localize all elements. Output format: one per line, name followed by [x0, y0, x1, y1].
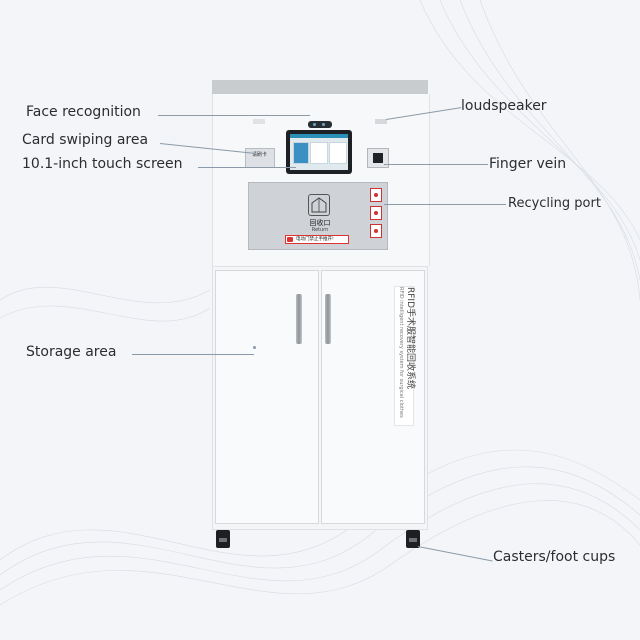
leader-dot — [253, 346, 256, 349]
left-speaker-grille — [253, 119, 265, 124]
leader-line — [158, 115, 310, 116]
camera-lens-icon — [313, 123, 316, 126]
label-casters: Casters/foot cups — [493, 549, 616, 565]
label-storage-area: Storage area — [26, 344, 117, 360]
leader-line — [384, 204, 506, 205]
safety-sign-icon — [374, 229, 378, 233]
label-face-recognition: Face recognition — [26, 104, 141, 120]
safety-sign-icon — [374, 193, 378, 197]
face-recognition-camera — [308, 121, 332, 128]
warning-strip: 电动门禁止手推开! — [285, 235, 349, 244]
door-handle-right[interactable] — [325, 294, 331, 344]
leader-line — [132, 354, 254, 355]
storage-door-left[interactable] — [215, 270, 319, 524]
label-touch-screen: 10.1-inch touch screen — [22, 156, 183, 172]
screen-tile — [310, 142, 328, 164]
leader-line — [384, 164, 488, 165]
caster-bolt — [409, 538, 417, 542]
caster-bolt — [219, 538, 227, 542]
label-card-swiping-area: Card swiping area — [22, 132, 149, 148]
leader-line — [198, 167, 296, 168]
sticker-title: RFID手术服智能回收系统 — [405, 287, 415, 390]
screen-tile — [329, 142, 347, 164]
label-loudspeaker: loudspeaker — [461, 98, 547, 114]
recycling-port-subtitle: Return — [311, 227, 329, 233]
loudspeaker-grille — [375, 119, 387, 124]
sticker-subtitle: RFID intelligent recovery system for sur… — [398, 287, 404, 418]
screen-header-bar — [290, 134, 348, 138]
label-recycling-port: Recycling port — [508, 196, 601, 211]
door-handle-left[interactable] — [296, 294, 302, 344]
card-reader-label: 请刷卡 — [252, 152, 268, 158]
warning-icon — [287, 237, 293, 242]
label-finger-vein: Finger vein — [489, 156, 567, 172]
product-sticker: RFID手术服智能回收系统 RFID intelligent recovery … — [394, 286, 415, 426]
cabinet-top-cap — [212, 80, 428, 94]
safety-sign-icon — [374, 211, 378, 215]
return-box-icon — [308, 194, 330, 216]
camera-lens-icon — [322, 123, 325, 126]
finger-vein-sensor-icon — [373, 153, 383, 163]
screen-tile — [293, 142, 309, 164]
recycling-port-title: 回收口 — [309, 219, 331, 227]
